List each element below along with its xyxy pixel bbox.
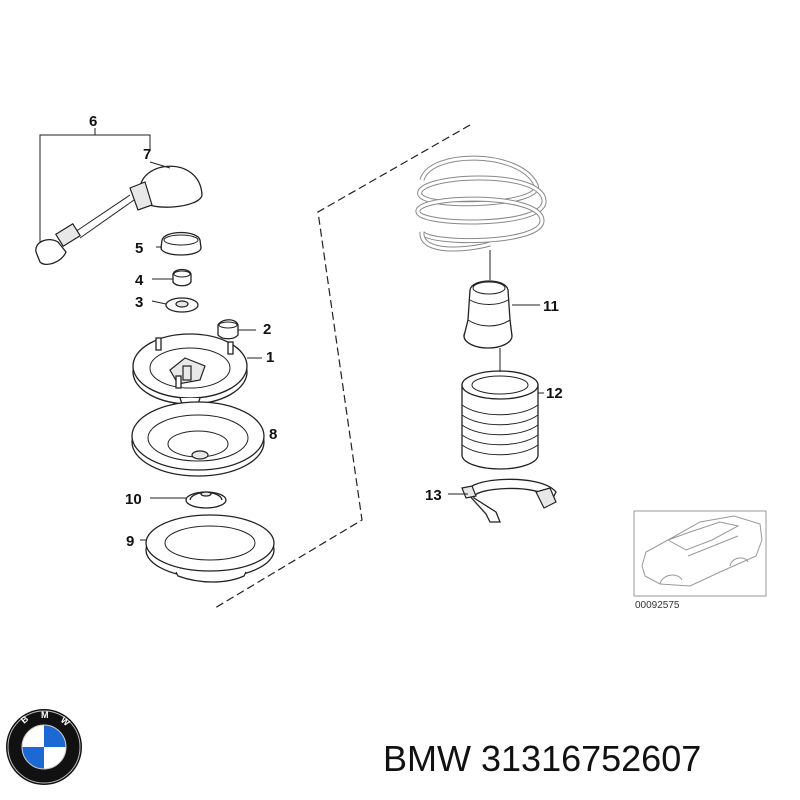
callout-5: 5 (135, 240, 143, 257)
part-number: 31316752607 (481, 738, 702, 779)
diagram-reference-number: 00092575 (635, 600, 680, 611)
bracket-group-6 (39, 128, 151, 245)
part-2-nut (217, 319, 239, 340)
callout-9: 9 (126, 533, 134, 550)
part-9-seat (145, 514, 275, 583)
callout-4: 4 (135, 272, 144, 289)
part-7-sensor-cap (35, 165, 203, 266)
callout-2: 2 (263, 321, 271, 338)
part-10-small-cap (185, 491, 227, 509)
callout-11: 11 (543, 298, 559, 315)
brand-name: BMW (383, 738, 471, 779)
svg-text:B: B (19, 713, 31, 725)
callout-3: 3 (135, 294, 143, 311)
part-caption: BMW 31316752607 (383, 738, 701, 780)
vehicle-locator-thumbnail: 00092575 (633, 510, 767, 611)
part-12-dust-boot (461, 348, 539, 470)
callout-10: 10 (125, 491, 142, 508)
callout-13: 13 (425, 487, 442, 504)
assembly-dashed-line (214, 124, 471, 609)
svg-text:M: M (41, 710, 49, 720)
car-outline-icon (641, 515, 763, 587)
part-11-bump-stop (463, 250, 513, 349)
bmw-logo: B M W (6, 709, 82, 785)
part-13-spring-pad (461, 478, 557, 523)
callout-8: 8 (269, 426, 277, 443)
part-4-nut (172, 268, 192, 287)
part-5-cap (160, 231, 202, 256)
callout-1: 1 (266, 349, 274, 366)
callout-6: 6 (89, 113, 97, 130)
part-1-mount-plate (132, 333, 248, 405)
callout-7: 7 (143, 146, 151, 163)
leader-lines (140, 161, 544, 541)
part-3-washer (165, 297, 199, 313)
coil-spring (415, 155, 547, 252)
callout-12: 12 (546, 385, 563, 402)
part-8-support-plate (131, 401, 265, 477)
